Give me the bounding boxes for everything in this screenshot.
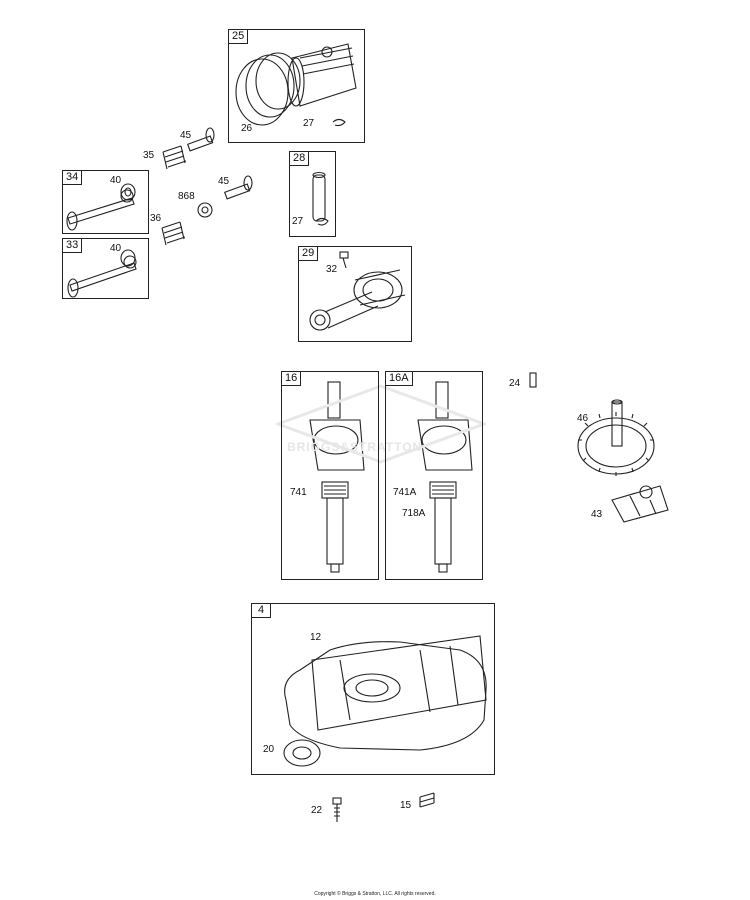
spring-36 xyxy=(161,221,186,246)
watermark-logo xyxy=(276,384,486,464)
camshaft-gear xyxy=(577,399,655,476)
part-label: 32 xyxy=(326,264,338,275)
piston-illustration xyxy=(235,43,357,127)
crankshaft-16a xyxy=(417,381,473,573)
piston-pin-illustration xyxy=(312,171,329,226)
box-tag: 29 xyxy=(298,246,319,261)
box-tag: 16A xyxy=(385,371,413,386)
part-label: 43 xyxy=(591,509,603,520)
intake-valve xyxy=(67,249,137,298)
box-piston-assembly: 25 xyxy=(228,29,365,143)
box-crankshaft: 16 xyxy=(281,371,379,580)
retainer-40a xyxy=(120,183,136,201)
exhaust-valve xyxy=(66,189,135,231)
watermark-text: BRIGGS&STRATTON xyxy=(287,440,423,454)
part-label: 20 xyxy=(263,744,275,755)
box-tag: 16 xyxy=(281,371,302,386)
part-label: 27 xyxy=(292,216,304,227)
part-label: 868 xyxy=(178,191,195,202)
part-label: 27 xyxy=(303,118,315,129)
part-label: 24 xyxy=(509,378,521,389)
box-exhaust-valve: 34 xyxy=(62,170,149,234)
part-label: 718A xyxy=(402,508,426,519)
box-crankcase-cover: 4 xyxy=(251,603,495,775)
box-tag: 33 xyxy=(62,238,83,253)
crankcase-cover xyxy=(284,635,487,751)
part-label: 12 xyxy=(310,632,322,643)
part-label: 26 xyxy=(241,123,253,134)
part-label: 741 xyxy=(290,487,307,498)
bolt-22 xyxy=(332,797,342,822)
spring-15 xyxy=(419,792,435,808)
box-crankshaft-a: 16A xyxy=(385,371,483,580)
part-label: 36 xyxy=(150,213,162,224)
seal-868 xyxy=(197,202,213,218)
part-label: 40 xyxy=(110,175,122,186)
copyright-notice: Copyright © Briggs & Stratton, LLC. All … xyxy=(314,891,436,897)
box-intake-valve: 33 xyxy=(62,238,149,299)
part-label: 22 xyxy=(311,805,323,816)
box-tag: 25 xyxy=(228,29,249,44)
part-label: 40 xyxy=(110,243,122,254)
part-label: 45 xyxy=(180,130,192,141)
box-connecting-rod: 29 xyxy=(298,246,412,342)
tappet-lower xyxy=(223,175,253,200)
governor-43 xyxy=(611,485,669,523)
part-label: 15 xyxy=(400,800,412,811)
box-tag: 34 xyxy=(62,170,83,185)
box-piston-pin: 28 xyxy=(289,151,336,237)
part-label: 45 xyxy=(218,176,230,187)
part-label: 46 xyxy=(577,413,589,424)
oil-seal xyxy=(283,739,321,767)
spring-35 xyxy=(162,145,187,170)
connecting-rod xyxy=(309,251,406,331)
part-label: 35 xyxy=(143,150,155,161)
box-tag: 4 xyxy=(251,603,271,618)
tappet-upper xyxy=(186,127,215,152)
part-label: 741A xyxy=(393,487,417,498)
key-24 xyxy=(529,372,537,388)
box-tag: 28 xyxy=(289,151,310,166)
